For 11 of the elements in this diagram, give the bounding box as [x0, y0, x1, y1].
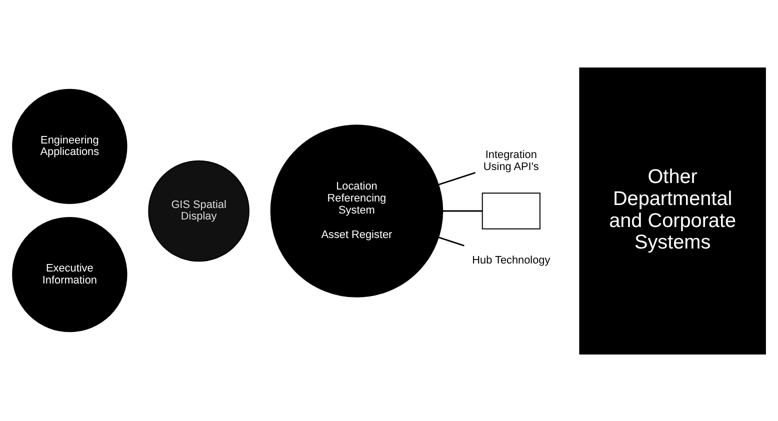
connector	[438, 236, 464, 246]
node-circle: Executive Information	[12, 216, 128, 332]
node-circle: Location Referencing System Asset Register	[270, 124, 444, 297]
node-box: Other Departmental and Corporate Systems	[579, 66, 766, 354]
node-text: Integration Using API's	[483, 148, 539, 173]
connector	[442, 210, 482, 212]
node-circle: Engineering Applications	[12, 88, 128, 204]
node-text: Hub Technology	[472, 254, 550, 266]
node-box	[482, 192, 540, 229]
node-circle: GIS Spatial Display	[148, 160, 250, 262]
connector	[438, 172, 476, 185]
